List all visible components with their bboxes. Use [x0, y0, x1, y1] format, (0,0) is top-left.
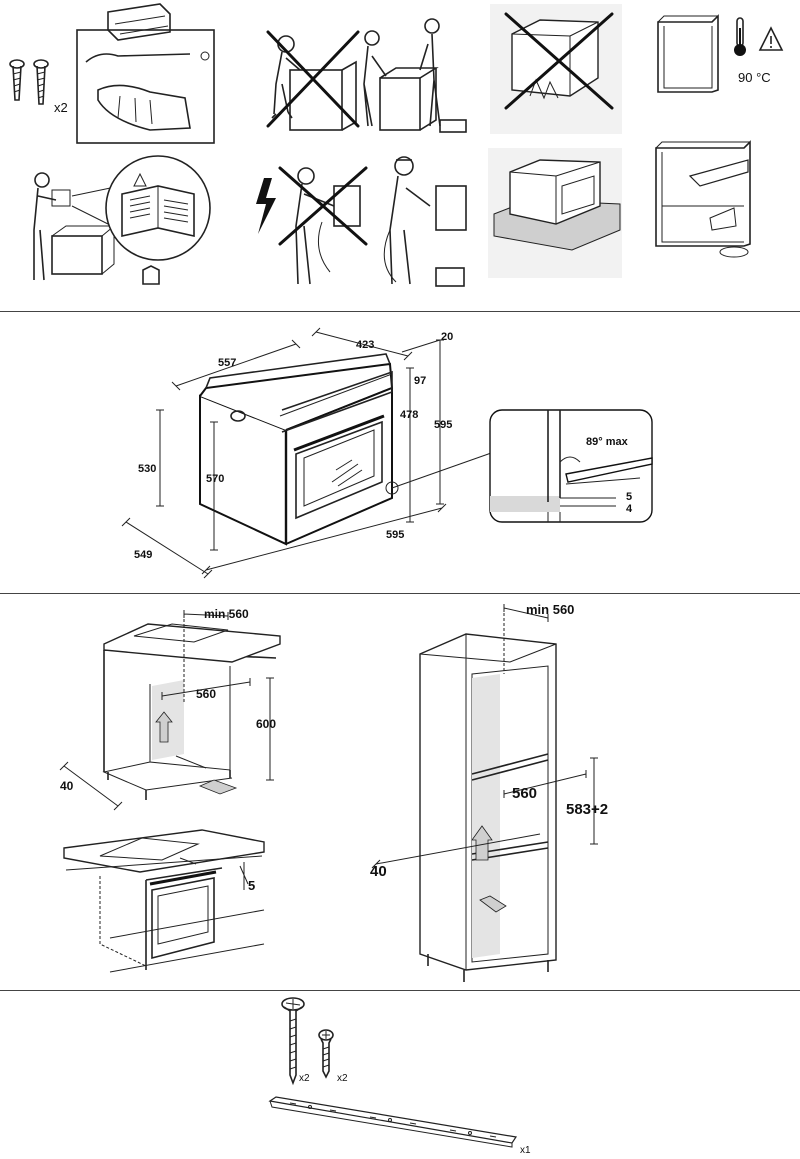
dim-panel-height: 97 — [414, 375, 426, 387]
dim-total-height: 595 — [434, 419, 452, 431]
column-niche-width: 560 — [512, 785, 537, 802]
cabinet-icon — [657, 14, 719, 93]
under-counter-niche-width: 560 — [196, 687, 216, 701]
oven-dimensions-section: 557 423 20 97 478 595 530 570 549 595 89… — [0, 312, 800, 593]
safety-section: x2 — [0, 0, 800, 311]
column-niche-height: 583+2 — [566, 801, 608, 818]
dim-side-height: 530 — [138, 463, 156, 475]
dimension-lines — [121, 327, 495, 579]
dim-total-width: 595 — [386, 529, 404, 541]
safety-illustrations: x2 — [9, 3, 784, 287]
accessories-drawing: x2 x2 x1 — [268, 997, 531, 1156]
read-manual-icon — [33, 155, 211, 285]
under-counter-niche-height: 600 — [256, 717, 276, 731]
warning-icon — [758, 26, 784, 51]
dim-body-height: 478 — [400, 409, 418, 421]
installation-section: min 560 560 600 40 5 — [0, 594, 800, 988]
electric-shock-icon — [256, 166, 368, 285]
temperature-label: 90 °C — [738, 70, 771, 85]
divider-1 — [0, 311, 800, 312]
dim-total-depth: 549 — [134, 549, 152, 561]
screws-qty: x2 — [54, 100, 68, 115]
dim-front-height: 570 — [206, 473, 224, 485]
installation-drawings: min 560 560 600 40 5 — [59, 602, 608, 982]
under-counter-cabinet — [102, 623, 281, 800]
oven-on-base-icon — [493, 159, 621, 251]
oven-installed-under-counter — [63, 829, 265, 973]
lift-two-people-icon — [363, 18, 467, 133]
column-min-width: min 560 — [526, 602, 574, 617]
door-detail-callout — [489, 409, 653, 523]
under-counter-rear-gap: 40 — [60, 779, 74, 793]
accessories-section: x2 x2 x1 — [0, 991, 800, 1159]
lift-alone-icon — [266, 30, 360, 131]
tools-icon — [76, 3, 215, 144]
divider-3 — [0, 990, 800, 991]
short-screw-icon — [318, 1029, 334, 1079]
dim-front-thickness: 20 — [441, 331, 453, 343]
screws-icon — [9, 59, 49, 105]
bracket-qty: x1 — [520, 1145, 531, 1156]
short-screws-qty: x2 — [337, 1073, 348, 1084]
long-screws-qty: x2 — [299, 1073, 310, 1084]
long-screw-icon — [281, 997, 305, 1086]
door-gap-top: 5 — [626, 491, 632, 503]
door-opening-angle: 89° max — [586, 436, 629, 448]
under-counter-top-gap: 5 — [248, 878, 255, 893]
under-counter-min-width: min 560 — [204, 607, 249, 621]
column-rear-gap: 40 — [370, 863, 387, 880]
mounting-bracket-icon — [268, 1096, 518, 1148]
unpack-wrong-icon — [504, 12, 614, 110]
divider-2 — [0, 593, 800, 594]
under-counter-dimensions — [59, 610, 274, 811]
column-cabinet — [419, 633, 557, 982]
oven-dimension-drawing: 557 423 20 97 478 595 530 570 549 595 89… — [121, 327, 653, 579]
dim-depth-top: 557 — [218, 357, 236, 369]
dim-body-depth: 423 — [356, 339, 374, 351]
column-dimensions — [371, 604, 598, 869]
door-gap-bottom: 4 — [626, 503, 633, 515]
clean-cabinet-icon — [655, 140, 751, 258]
thermometer-icon — [734, 17, 746, 56]
technician-icon — [383, 156, 467, 287]
